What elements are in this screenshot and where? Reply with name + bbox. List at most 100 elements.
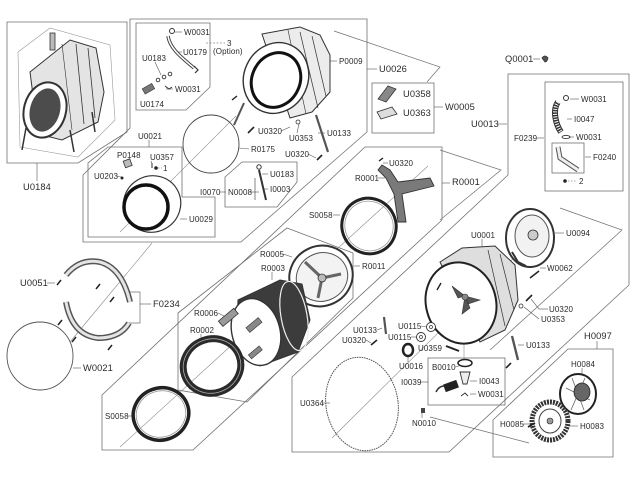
rear-tub-rib <box>487 249 506 327</box>
bracket-u0320-u0353 <box>530 298 548 310</box>
door-ring-inner <box>122 183 170 231</box>
callout-f0240: F0240 <box>593 153 617 162</box>
frame-hose-kit <box>135 22 211 111</box>
leader-u0115-a <box>420 325 428 328</box>
callout-i0039: I0039 <box>401 378 422 387</box>
callout-u0320-tub-a: U0320 <box>258 127 283 136</box>
callout-u0001: U0001 <box>471 231 496 240</box>
elbow-f0240-face <box>556 146 579 172</box>
callout-r0006: R0006 <box>194 309 219 318</box>
tub-front-rib <box>311 35 327 97</box>
screw <box>71 336 77 343</box>
fitting-u0183-b <box>161 74 167 80</box>
screw-u0320-a <box>247 126 255 134</box>
gasket-r0002-inner <box>182 338 242 394</box>
bracket-r0001 <box>439 149 502 221</box>
nut-n0010 <box>421 408 425 413</box>
drum-illustration <box>217 279 311 367</box>
callout-u0320-spider: U0320 <box>389 159 414 168</box>
callout-f0234: F0234 <box>153 299 180 309</box>
clamp-q0001 <box>541 55 549 63</box>
screw <box>109 296 115 303</box>
tub-assembly-rib <box>75 43 85 125</box>
callout-u0358: U0358 <box>403 89 431 99</box>
callout-i0047: I0047 <box>574 115 595 124</box>
rear-cover-bracket <box>511 251 527 267</box>
tub-assembly-top-pipe <box>49 32 56 51</box>
callout-q0001: Q0001 <box>505 54 534 64</box>
ring-r0175 <box>182 114 240 174</box>
frame-sensor-kit <box>371 82 435 134</box>
callout-w0031-hose-bottom: W0031 <box>175 85 201 94</box>
drum-front-opening <box>230 297 282 367</box>
callout-w0021: W0021 <box>83 363 113 373</box>
bolt-w0062 <box>529 270 540 279</box>
callout-u0320-tub-b: U0320 <box>285 150 310 159</box>
callout-n0008: N0008 <box>228 188 253 197</box>
tub-front-opening <box>249 51 303 109</box>
frame-drum-assembly <box>6 21 128 164</box>
tub-assembly-rib <box>61 43 73 131</box>
rotor-h0083 <box>529 399 571 443</box>
fitting-u0183-c <box>167 71 173 77</box>
rear-tub-hub-center <box>461 293 469 301</box>
callout-u0013: U0013 <box>471 119 499 129</box>
screw <box>57 319 63 326</box>
callout-u0115-b: U0115 <box>388 333 412 342</box>
screw-u0320-b <box>316 154 323 161</box>
frame-pulley-group <box>492 348 614 458</box>
ring-s0058-top-inner <box>344 200 394 252</box>
valve-illustration <box>254 164 267 201</box>
frame-valve-group <box>224 161 298 208</box>
callout-u0364: U0364 <box>300 399 325 408</box>
bracket-u0026 <box>333 30 441 83</box>
leader-b0010 <box>454 365 460 368</box>
callout-u0179: U0179 <box>183 48 208 57</box>
ring-u0364 <box>325 356 399 452</box>
callout-w0062: W0062 <box>547 264 573 273</box>
rod-u0133-left <box>382 316 388 335</box>
door-ring-illustration <box>120 158 182 233</box>
washer-u0115-a <box>426 322 436 332</box>
lifter <box>245 317 263 333</box>
clamp-w0031-bottom <box>164 85 173 90</box>
drum-back-rim <box>279 280 309 352</box>
screw-u0320-spider <box>378 157 384 162</box>
frame-rear-tub-group <box>291 73 630 453</box>
brackets <box>128 30 623 444</box>
frame-drum-assembly-inner <box>17 27 116 158</box>
callout-u0016: U0016 <box>399 362 424 371</box>
ring-w0021 <box>6 321 74 391</box>
rod-u0133 <box>314 114 330 153</box>
callout-u0320-rear-right: U0320 <box>549 305 574 314</box>
water-hose-illustration <box>541 55 580 183</box>
leader-u0320-b <box>307 153 317 159</box>
callout-n0010: N0010 <box>412 419 437 428</box>
bracket-u0094 <box>489 207 623 351</box>
part-u0358 <box>377 85 397 103</box>
callout-u0184: U0184 <box>23 182 51 192</box>
tub-assembly-leg <box>69 129 75 153</box>
callout-u0183-hose: U0183 <box>142 54 167 63</box>
clamp-w0031-drain <box>460 392 469 397</box>
frame-drain-group <box>427 357 506 406</box>
hose-i0039 <box>443 379 459 393</box>
callout-u0021: U0021 <box>138 132 163 141</box>
bracket-lower-half-face <box>64 301 131 340</box>
lifter <box>247 345 263 360</box>
bracket-f0234 <box>128 291 141 324</box>
callout-i0070: I0070 <box>200 188 221 197</box>
screw-left <box>231 95 238 101</box>
bracket-h0085 <box>429 416 530 444</box>
clamp-w0031-upper <box>563 95 569 101</box>
axis-front-bracket <box>69 242 153 343</box>
tub-assembly-illustration <box>21 32 105 153</box>
hose-u0179-inner <box>167 35 195 69</box>
callout-u0353-rear: U0353 <box>541 315 566 324</box>
washer-u0115-a-hole <box>429 325 433 329</box>
pulley-hub <box>573 382 591 402</box>
filter-u0174 <box>141 82 156 95</box>
callout-u0183-valve: U0183 <box>270 170 295 179</box>
callout-r0175: R0175 <box>251 145 276 154</box>
